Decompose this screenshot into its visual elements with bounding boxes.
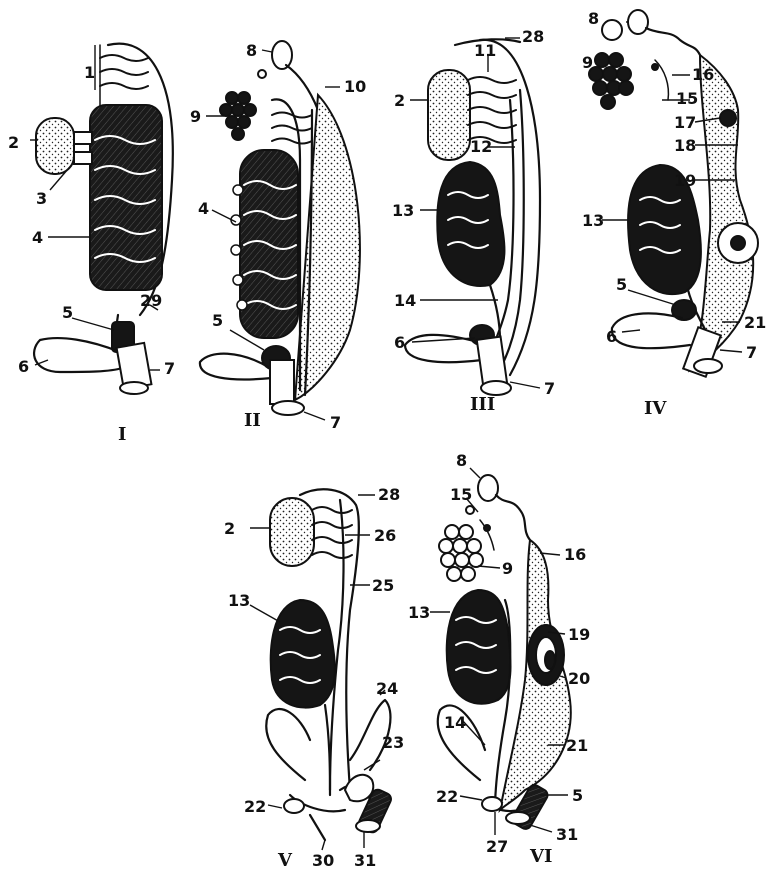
label-15: 15 bbox=[676, 89, 698, 108]
panel-label-V: V bbox=[277, 850, 293, 871]
label-14: 14 bbox=[444, 713, 466, 732]
panel-II: 8 10 9 4 5 7 II bbox=[190, 41, 366, 432]
panel-label-VI: VI bbox=[529, 846, 552, 867]
panel-label-I: I bbox=[118, 424, 126, 445]
label-16: 16 bbox=[564, 545, 586, 564]
label-7: 7 bbox=[330, 413, 341, 432]
panel-label-III: III bbox=[470, 394, 495, 415]
label-21: 21 bbox=[566, 736, 588, 755]
label-15: 15 bbox=[450, 485, 472, 504]
label-14: 14 bbox=[394, 291, 416, 310]
cell-cluster-9 bbox=[589, 53, 633, 109]
panel-VI: 8 15 16 9 13 19 20 14 21 22 5 27 31 VI bbox=[408, 451, 590, 867]
label-8: 8 bbox=[246, 41, 257, 60]
label-26: 26 bbox=[374, 526, 396, 545]
label-6: 6 bbox=[606, 327, 617, 346]
label-19: 19 bbox=[674, 171, 696, 190]
label-28: 28 bbox=[378, 485, 400, 504]
label-16: 16 bbox=[692, 65, 714, 84]
label-13: 13 bbox=[228, 591, 250, 610]
label-5: 5 bbox=[616, 275, 627, 294]
label-22: 22 bbox=[436, 787, 458, 806]
panel-label-IV: IV bbox=[644, 398, 667, 419]
label-31: 31 bbox=[354, 851, 376, 870]
label-13: 13 bbox=[582, 211, 604, 230]
label-7: 7 bbox=[746, 343, 757, 362]
label-6: 6 bbox=[394, 333, 405, 352]
panel-IV: 8 9 16 15 17 18 19 13 5 21 6 7 IV bbox=[582, 9, 766, 419]
label-29: 29 bbox=[140, 291, 162, 310]
panel-III: 28 11 2 12 13 14 6 7 III bbox=[392, 27, 555, 415]
label-9: 9 bbox=[190, 107, 201, 126]
label-3: 3 bbox=[36, 189, 47, 208]
label-19: 19 bbox=[568, 625, 590, 644]
panel-V: 28 2 26 25 13 24 23 22 30 31 V bbox=[224, 485, 404, 871]
label-11: 11 bbox=[474, 41, 496, 60]
label-5: 5 bbox=[62, 303, 73, 322]
panel-I: 1 2 3 4 29 5 6 7 I bbox=[8, 44, 175, 445]
label-1: 1 bbox=[84, 63, 95, 82]
label-10: 10 bbox=[344, 77, 366, 96]
label-7: 7 bbox=[164, 359, 175, 378]
label-25: 25 bbox=[372, 576, 394, 595]
label-4: 4 bbox=[198, 199, 209, 218]
label-27: 27 bbox=[486, 837, 508, 856]
label-12: 12 bbox=[470, 137, 492, 156]
label-5: 5 bbox=[572, 786, 583, 805]
label-24: 24 bbox=[376, 679, 398, 698]
label-30: 30 bbox=[312, 851, 334, 870]
label-13: 13 bbox=[408, 603, 430, 622]
label-20: 20 bbox=[568, 669, 590, 688]
label-22: 22 bbox=[244, 797, 266, 816]
label-28: 28 bbox=[522, 27, 544, 46]
label-2: 2 bbox=[224, 519, 235, 538]
label-8: 8 bbox=[456, 451, 467, 470]
label-9: 9 bbox=[502, 559, 513, 578]
label-23: 23 bbox=[382, 733, 404, 752]
label-31: 31 bbox=[556, 825, 578, 844]
panel-label-II: II bbox=[244, 410, 261, 431]
cell-cluster-9 bbox=[439, 525, 483, 581]
cell-cluster-9 bbox=[220, 92, 256, 140]
label-8: 8 bbox=[588, 9, 599, 28]
label-21: 21 bbox=[744, 313, 766, 332]
label-9: 9 bbox=[582, 53, 593, 72]
label-7: 7 bbox=[544, 379, 555, 398]
label-2: 2 bbox=[8, 133, 19, 152]
label-5: 5 bbox=[212, 311, 223, 330]
label-13: 13 bbox=[392, 201, 414, 220]
label-2: 2 bbox=[394, 91, 405, 110]
label-6: 6 bbox=[18, 357, 29, 376]
label-4: 4 bbox=[32, 228, 43, 247]
label-17: 17 bbox=[674, 113, 696, 132]
label-18: 18 bbox=[674, 136, 696, 155]
